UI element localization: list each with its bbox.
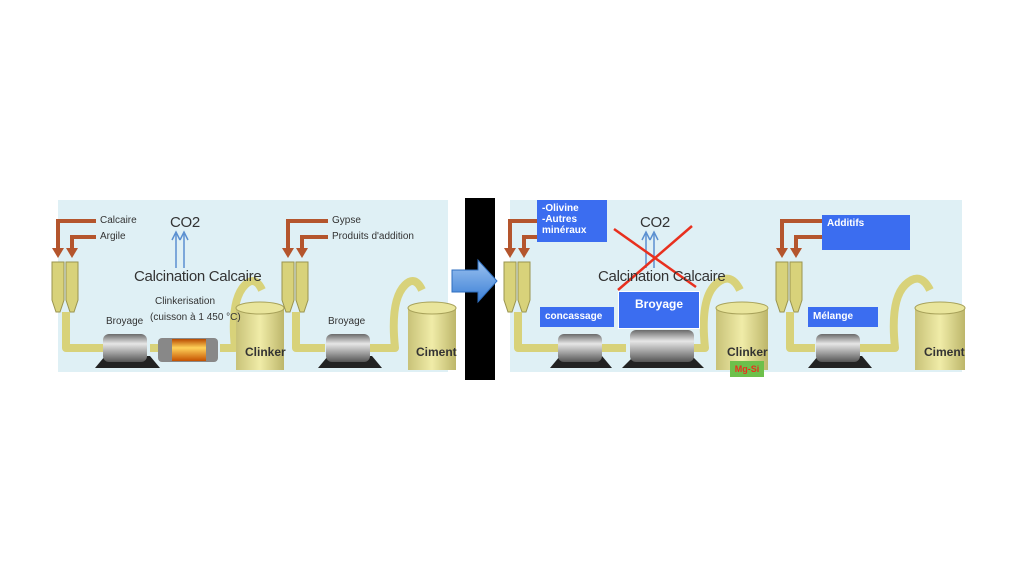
firing-temperature-label: (cuisson à 1 450 °C) [150, 312, 241, 323]
co2-label: CO2 [640, 214, 670, 231]
clinker-silo-icon [715, 301, 769, 370]
mill-icon [95, 334, 160, 368]
kiln-icon [158, 338, 218, 362]
grinding-label: Broyage [106, 316, 144, 327]
co2-label: CO2 [170, 214, 200, 231]
mixing-box: Mélange [808, 307, 878, 327]
mill-icon [318, 334, 382, 368]
crushing-box: concassage [540, 307, 614, 327]
mill-icon [808, 334, 872, 368]
additive-label: Gypse [332, 215, 361, 226]
mg-si-badge: Mg-Si [730, 361, 764, 377]
raw-material-hoppers [51, 261, 79, 313]
grinding-label: Broyage [328, 316, 366, 327]
co2-emission-arrow-icon [641, 230, 659, 268]
raw-material-label: Calcaire [100, 215, 137, 226]
process-flow-arrow-icon [451, 258, 498, 304]
raw-materials-box: -Olivine -Autres minéraux [537, 200, 607, 242]
raw-materials-line: -Olivine [542, 203, 579, 214]
grinding-box: Broyage [618, 291, 700, 329]
cement-silo-icon [407, 301, 457, 370]
clinker-label: Clinker [727, 345, 768, 359]
additives-box: Additifs [822, 215, 910, 250]
mill-icon [550, 334, 612, 368]
material-input-arrow-icon [56, 219, 96, 250]
raw-material-label: Argile [100, 231, 126, 242]
clinker-label: Clinker [245, 345, 286, 359]
calcination-label: Calcination Calcaire [134, 268, 262, 285]
co2-emission-arrow-icon [171, 230, 189, 268]
cement-label: Ciment [924, 345, 965, 359]
cement-label: Ciment [416, 345, 457, 359]
calcination-label: Calcination Calcaire [598, 268, 726, 285]
clinkerisation-label: Clinkerisation [155, 296, 216, 307]
cross-out-icon [613, 225, 697, 291]
clinker-silo-icon [235, 301, 285, 370]
mill-icon [622, 330, 704, 368]
cement-silo-icon [914, 301, 966, 370]
raw-materials-line: -Autres [542, 214, 578, 225]
additive-label: Produits d'addition [332, 231, 414, 242]
raw-materials-line: minéraux [542, 225, 587, 236]
